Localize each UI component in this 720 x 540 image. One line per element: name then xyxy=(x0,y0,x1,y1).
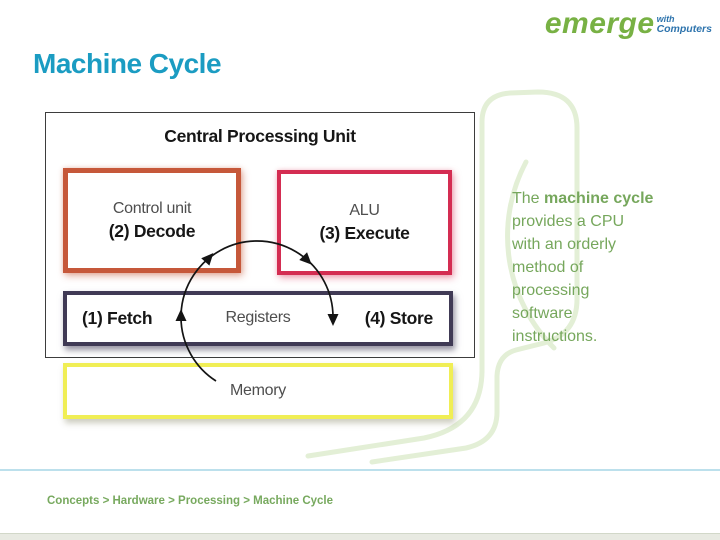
description-text: The machine cycle provides a CPU with an… xyxy=(512,187,654,348)
decode-step-label: (2) Decode xyxy=(108,220,196,241)
footer-divider xyxy=(0,469,720,471)
alu-label: ALU xyxy=(349,201,380,219)
brand-tag-computers: Computers xyxy=(656,23,712,35)
description-after: provides a CPU with an orderly method of… xyxy=(512,213,625,345)
brand-tag-with: with xyxy=(656,14,675,24)
execute-step-label: (3) Execute xyxy=(319,222,410,243)
fetch-step-label: (1) Fetch xyxy=(82,308,153,328)
page-title: Machine Cycle xyxy=(33,48,222,79)
machine-cycle-diagram: Central Processing Unit Control unit (2)… xyxy=(40,100,480,432)
alu-box: ALU (3) Execute xyxy=(277,170,452,275)
registers-box: (1) Fetch Registers (4) Store xyxy=(63,291,453,346)
control-unit-label: Control unit xyxy=(112,199,192,217)
control-unit-box: Control unit (2) Decode xyxy=(63,168,241,273)
bottom-strip xyxy=(0,533,720,540)
memory-label: Memory xyxy=(230,382,286,399)
brand-logo: emerge with Computers xyxy=(545,8,712,40)
breadcrumb: Concepts > Hardware > Processing > Machi… xyxy=(47,495,334,507)
brand-logo-tagline: with Computers xyxy=(657,14,712,34)
description-bold-term: machine cycle xyxy=(544,190,654,207)
memory-box: Memory xyxy=(63,363,453,419)
cpu-box-title: Central Processing Unit xyxy=(164,126,356,146)
description-before: The xyxy=(512,190,545,207)
store-step-label: (4) Store xyxy=(364,308,434,328)
brand-logo-text: emerge xyxy=(544,7,655,40)
